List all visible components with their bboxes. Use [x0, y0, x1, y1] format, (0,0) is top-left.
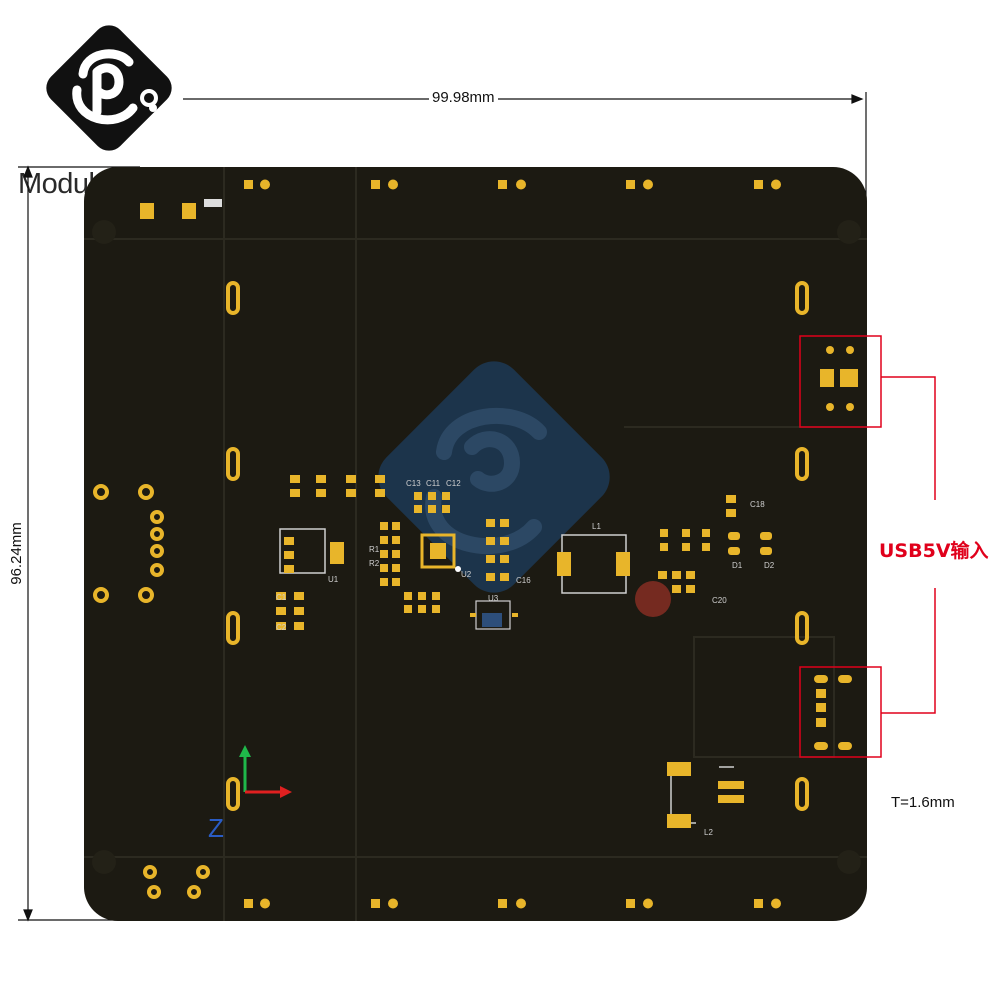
label-u3: U3 [488, 594, 499, 603]
label-l1: L1 [592, 522, 601, 531]
label-d1: D1 [732, 561, 743, 570]
label-l2: L2 [704, 828, 713, 837]
label-c13: C13 [406, 479, 421, 488]
pcb-artwork: U1 U2 U3 C1 C2 C11 C12 C13 C16 C18 C20 D… [84, 167, 867, 921]
width-dimension-label: 99.98mm [429, 89, 498, 106]
label-d2: D2 [764, 561, 775, 570]
brand-logo [33, 12, 185, 164]
label-u1: U1 [328, 575, 339, 584]
usb-5v-input-label: USB5V输入 [879, 540, 989, 562]
label-c18: C18 [750, 500, 765, 509]
modulelive-logo-icon [46, 25, 172, 151]
label-c12: C12 [446, 479, 461, 488]
pcb-board: U1 U2 U3 C1 C2 C11 C12 C13 C16 C18 C20 D… [84, 167, 867, 921]
axis-z-label: Z [208, 813, 224, 843]
label-r1: R1 [369, 545, 380, 554]
label-c1: C1 [276, 593, 287, 602]
label-r2: R2 [369, 559, 380, 568]
label-c11: C11 [426, 479, 441, 488]
label-u2: U2 [461, 570, 472, 579]
label-c2: C2 [276, 623, 287, 632]
label-c20: C20 [712, 596, 727, 605]
thickness-label: T=1.6mm [891, 794, 955, 811]
label-c16: C16 [516, 576, 531, 585]
